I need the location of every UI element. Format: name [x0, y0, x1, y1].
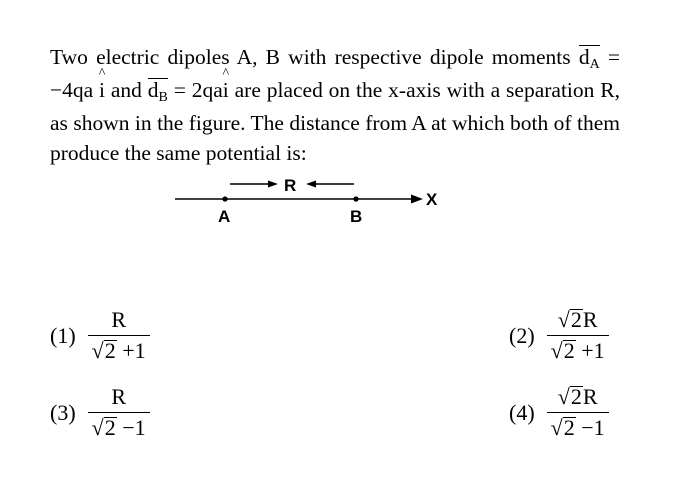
x-axis-arrowhead — [411, 194, 423, 204]
question-text: Two electric dipoles A, B with respectiv… — [50, 42, 620, 168]
option-1[interactable]: (1) R √2 +1 — [50, 308, 156, 363]
dipole-moment-b-symbol: dB — [147, 78, 168, 108]
option-3-denominator: √2 −1 — [87, 412, 150, 440]
question-intro: Two electric dipoles A, B with respectiv… — [50, 45, 579, 69]
dipole-a-subscript: A — [589, 57, 600, 72]
option-4-label: (4) — [509, 399, 535, 425]
dipole-figure: X A B R — [175, 176, 438, 226]
option-2[interactable]: (2) √2R √2 +1 — [509, 308, 615, 363]
question-rest: are placed on the x-axis with a separati… — [50, 78, 620, 165]
option-4[interactable]: (4) √2R √2 −1 — [509, 385, 615, 440]
option-4-numerator: √2R — [557, 384, 598, 409]
option-4-denominator: √2 −1 — [546, 412, 609, 440]
option-3[interactable]: (3) R √2 −1 — [50, 385, 156, 440]
conjunction-and: and — [105, 78, 148, 102]
option-3-numerator: R — [111, 384, 126, 409]
option-1-fraction: R √2 +1 — [82, 308, 156, 363]
x-axis-label: X — [426, 190, 438, 209]
option-2-denominator: √2 +1 — [546, 335, 609, 363]
point-b-marker — [353, 196, 359, 202]
separation-label: R — [284, 176, 296, 195]
separation-arrow-left-head — [268, 180, 278, 188]
point-b-label: B — [350, 207, 362, 226]
option-2-label: (2) — [509, 322, 535, 348]
dipole-b-subscript: B — [158, 90, 168, 105]
option-1-numerator: R — [111, 307, 126, 332]
dipole-moment-a-value: = −4qa — [50, 45, 620, 102]
option-1-label: (1) — [50, 322, 76, 348]
separation-arrow-right-head — [306, 180, 316, 188]
dipole-moment-a-symbol: dA — [578, 45, 600, 75]
option-2-fraction: √2R √2 +1 — [541, 308, 615, 363]
unit-vector-i-a: i — [99, 75, 105, 105]
option-3-label: (3) — [50, 399, 76, 425]
point-a-marker — [222, 196, 228, 202]
dipole-moment-b-value: = 2qa — [167, 78, 223, 102]
option-2-numerator: √2R — [557, 307, 598, 332]
unit-vector-i-b: i — [223, 75, 229, 105]
option-4-fraction: √2R √2 −1 — [541, 385, 615, 440]
option-1-denominator: √2 +1 — [87, 335, 150, 363]
point-a-label: A — [218, 207, 230, 226]
option-3-fraction: R √2 −1 — [82, 385, 156, 440]
